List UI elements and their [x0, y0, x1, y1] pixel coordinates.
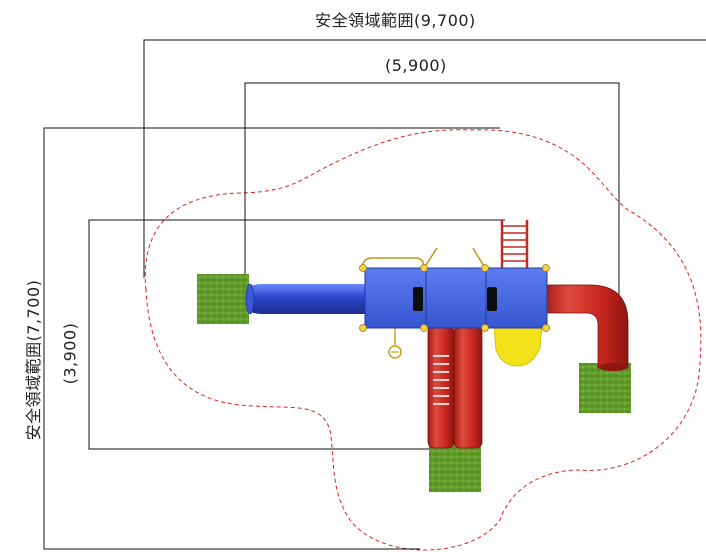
curved-slide-right	[542, 284, 629, 369]
safety-depth-dimension-line	[43, 127, 500, 550]
steering-wheel	[388, 328, 402, 359]
yellow-climber	[493, 325, 543, 367]
grass-pad-right	[579, 363, 631, 413]
post-caps	[359, 264, 550, 332]
curved-slide-exit	[598, 363, 628, 371]
equipment-depth-dimension-line	[88, 219, 505, 450]
equipment-width-dimension-line	[244, 82, 620, 330]
safety-width-dimension-line	[143, 39, 706, 278]
safety-zone-outline	[144, 129, 702, 551]
safety-width-label: 安全領域範囲(9,700)	[315, 11, 476, 30]
play-deck	[364, 267, 548, 329]
equipment-depth-label: (3,900)	[60, 322, 80, 385]
double-slide	[427, 325, 483, 449]
ladder	[500, 220, 529, 268]
tube-slide-left	[245, 283, 368, 315]
equipment-width-label: (5,900)	[385, 56, 447, 75]
grass-pad-left	[197, 274, 249, 324]
grass-pad-bottom	[429, 444, 481, 492]
safety-depth-label: 安全領域範囲(7,700)	[24, 279, 43, 441]
